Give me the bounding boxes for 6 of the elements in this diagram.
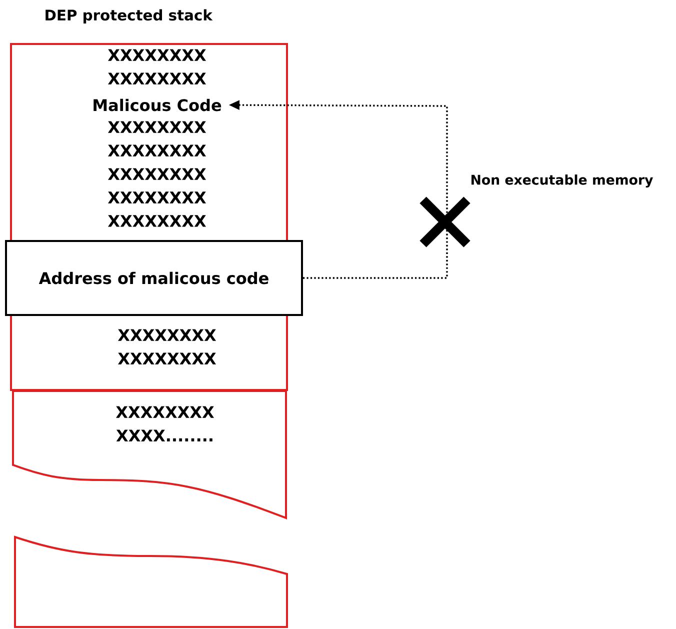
torn-stack-piece [14, 536, 288, 628]
code-text: Malicous Code [94, 98, 222, 112]
address-box: Address of malicous code [5, 240, 303, 316]
title: DEP protected stack [46, 9, 213, 24]
torn-stack-piece: XXXXXXXX XXXX........ [12, 390, 287, 519]
annotation-text: Non executable memory [472, 174, 653, 188]
